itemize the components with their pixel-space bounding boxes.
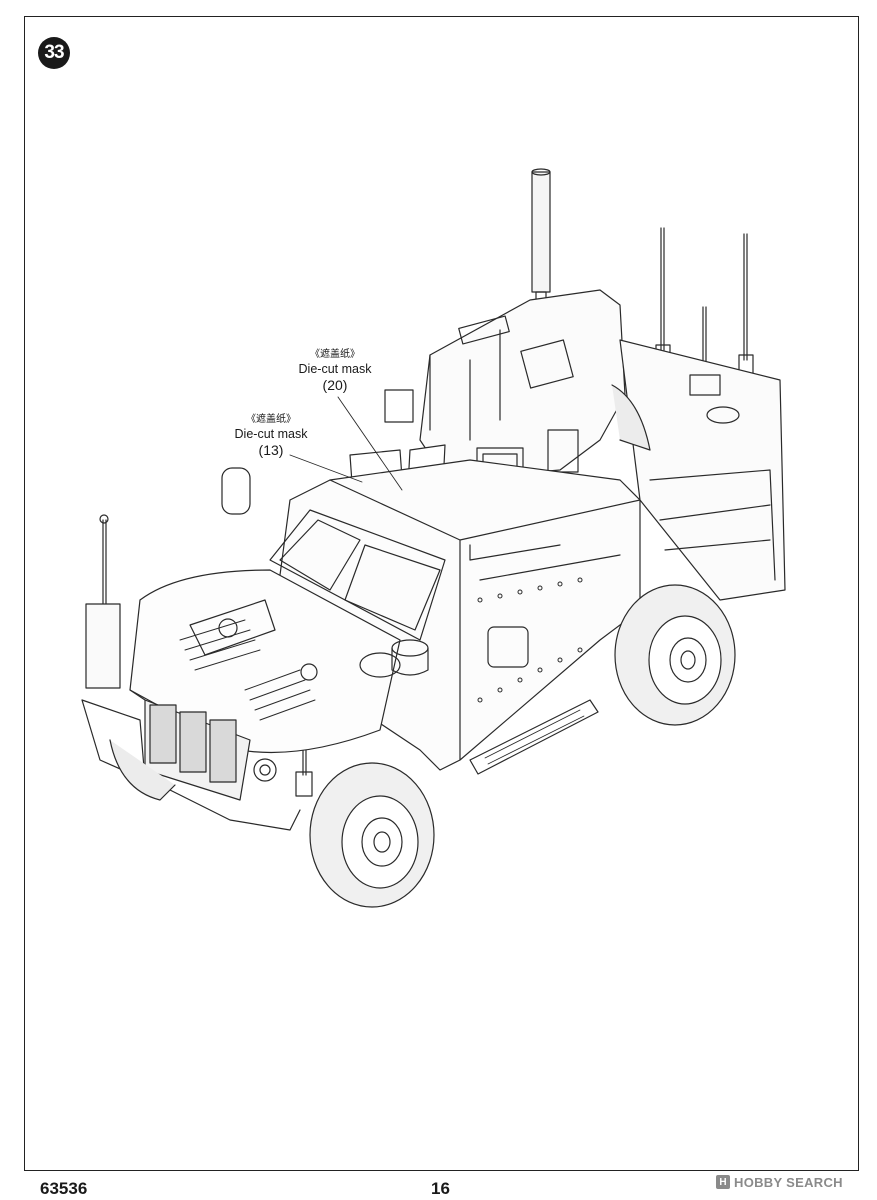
callout-en-label: Die-cut mask xyxy=(298,361,372,376)
step-number-badge: 33 xyxy=(38,37,70,69)
hood xyxy=(129,569,429,754)
wheel-front-left xyxy=(109,739,176,801)
page-frame xyxy=(24,16,859,1171)
front-grille xyxy=(81,689,301,831)
callout-cn-label: 《遮盖纸》 xyxy=(310,349,360,360)
antenna-front-left xyxy=(85,514,121,689)
watermark: H HOBBY SEARCH xyxy=(716,1171,843,1193)
callout-en-label: Die-cut mask xyxy=(234,426,308,441)
product-code: 63536 xyxy=(40,1179,88,1198)
callout-die-cut-mask-20: 《遮盖纸》 Die-cut mask (20) xyxy=(292,349,378,395)
callout-leader-lines xyxy=(289,396,403,491)
callout-part-number: (20) xyxy=(322,377,348,394)
callout-cn-label: 《遮盖纸》 xyxy=(246,414,296,425)
callout-die-cut-mask-13: 《遮盖纸》 Die-cut mask (13) xyxy=(228,414,314,460)
wheel-rear-left xyxy=(611,384,651,451)
watermark-logo-icon: H xyxy=(716,1175,730,1189)
wheel-rear-right xyxy=(614,584,736,726)
antenna-turret xyxy=(531,168,551,303)
watermark-text: HOBBY SEARCH xyxy=(734,1174,843,1190)
side-step xyxy=(469,699,599,775)
page-number: 16 xyxy=(431,1179,450,1198)
step-number: 33 xyxy=(44,42,64,63)
cargo-bed xyxy=(619,339,786,601)
callout-part-number: (13) xyxy=(258,442,284,459)
wheel-front-right xyxy=(309,762,435,908)
